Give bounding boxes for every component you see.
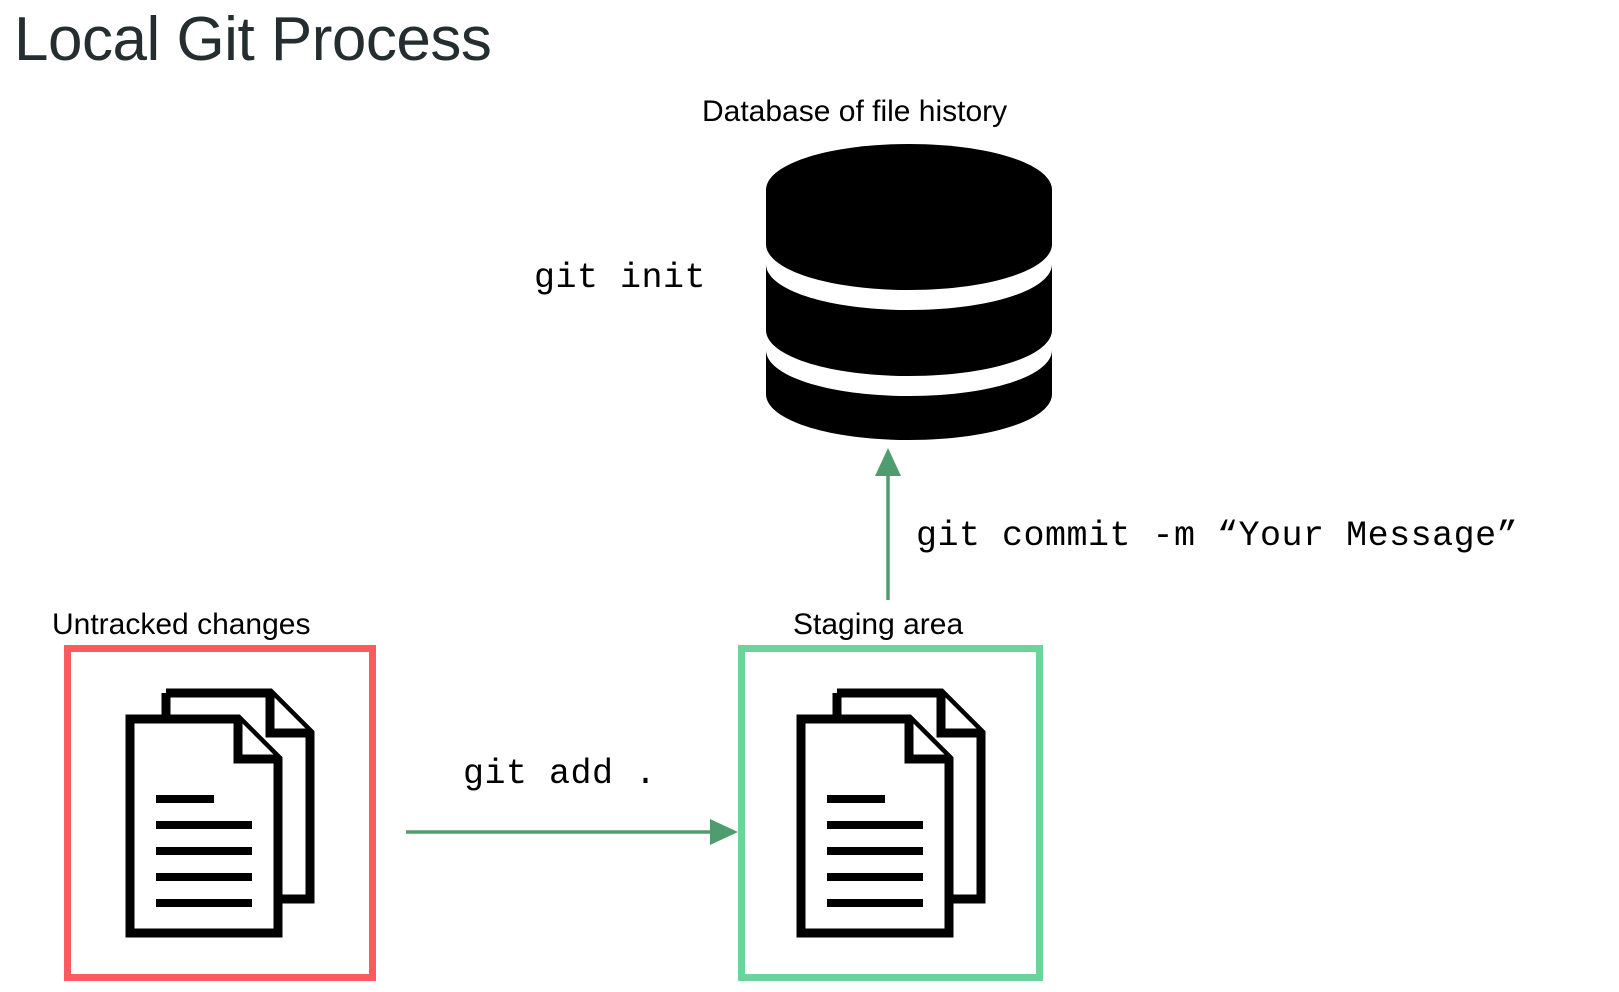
documents-icon-untracked (120, 687, 320, 939)
git-commit-command-label: git commit -m “Your Message” (916, 516, 1519, 556)
database-label: Database of file history (702, 95, 1008, 128)
add-arrow-icon (404, 812, 744, 852)
database-cylinder-icon (760, 142, 1058, 442)
documents-icon-staging (791, 687, 991, 939)
staging-area-box (738, 645, 1043, 981)
page-title: Local Git Process (14, 5, 492, 74)
git-init-command-label: git init (534, 258, 707, 298)
commit-arrow-icon (858, 440, 918, 600)
untracked-changes-box (64, 645, 376, 981)
staging-area-label: Staging area (793, 608, 964, 641)
git-add-command-label: git add . (463, 754, 657, 794)
untracked-changes-label: Untracked changes (52, 608, 311, 641)
